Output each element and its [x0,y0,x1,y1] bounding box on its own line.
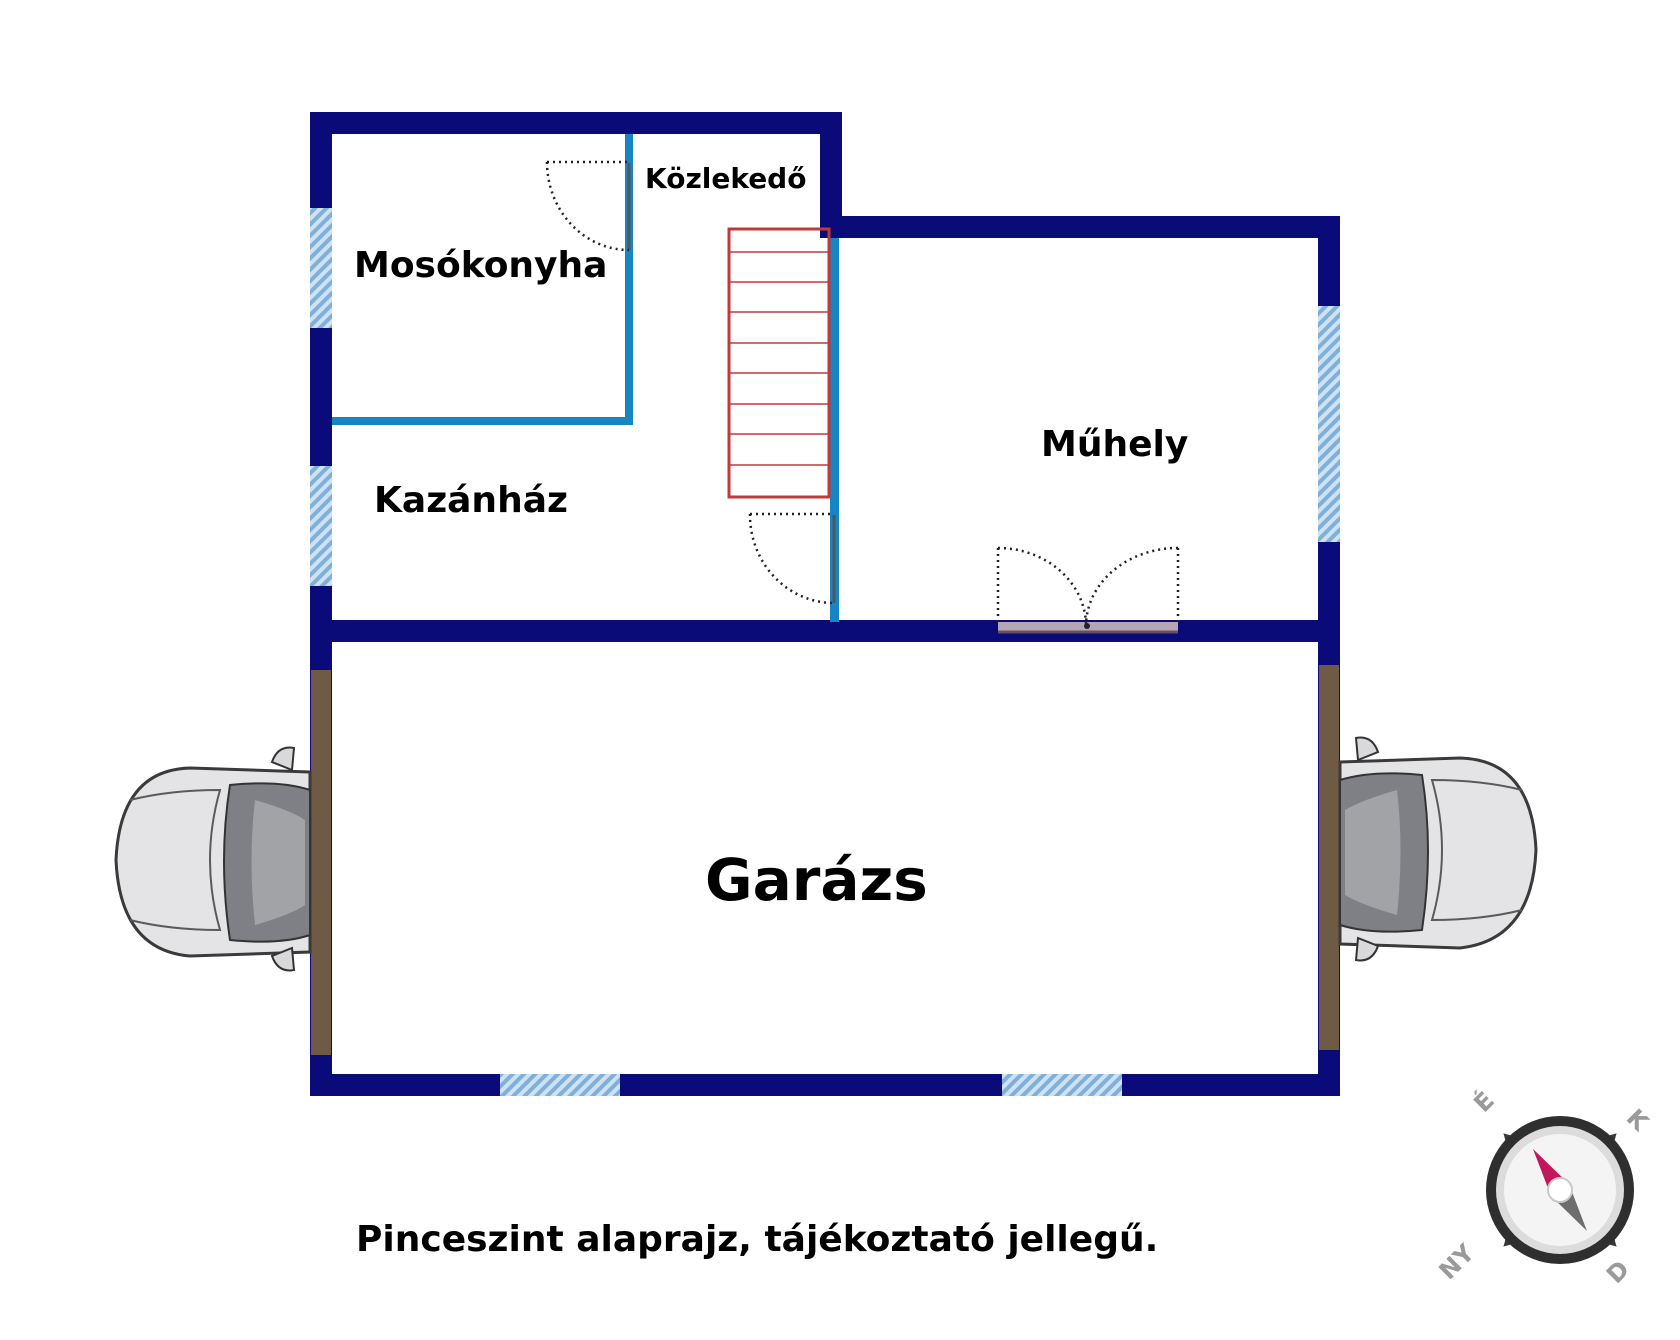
room-label-muhely: Műhely [1041,424,1189,465]
garage-door-right [1319,665,1339,1050]
window-mosokonyha [310,208,332,328]
room-label-kozlekedo: Közlekedő [645,162,807,195]
window-garage-right [1002,1074,1122,1096]
window-garage-left [500,1074,620,1096]
windows [310,208,1340,1096]
compass-icon [1486,1116,1634,1264]
room-label-mosokonyha: Mosókonyha [354,245,608,286]
window-muhely [1318,306,1340,542]
door-muhely-double [996,546,1180,634]
door-mosokonyha [545,160,631,252]
room-label-garazs: Garázs [705,846,928,914]
stairs [727,227,831,499]
inner-walls [332,134,839,622]
window-kazanhaz [310,466,332,586]
car-right-icon [1338,736,1538,962]
car-left-icon [114,746,312,972]
garage-door-left [311,670,331,1055]
room-label-kazanhaz: Kazánház [374,480,568,521]
plan-caption: Pinceszint alaprajz, tájékoztató jellegű… [356,1219,1159,1260]
garage-doors [311,665,1339,1055]
door-kazanhaz [748,512,836,605]
